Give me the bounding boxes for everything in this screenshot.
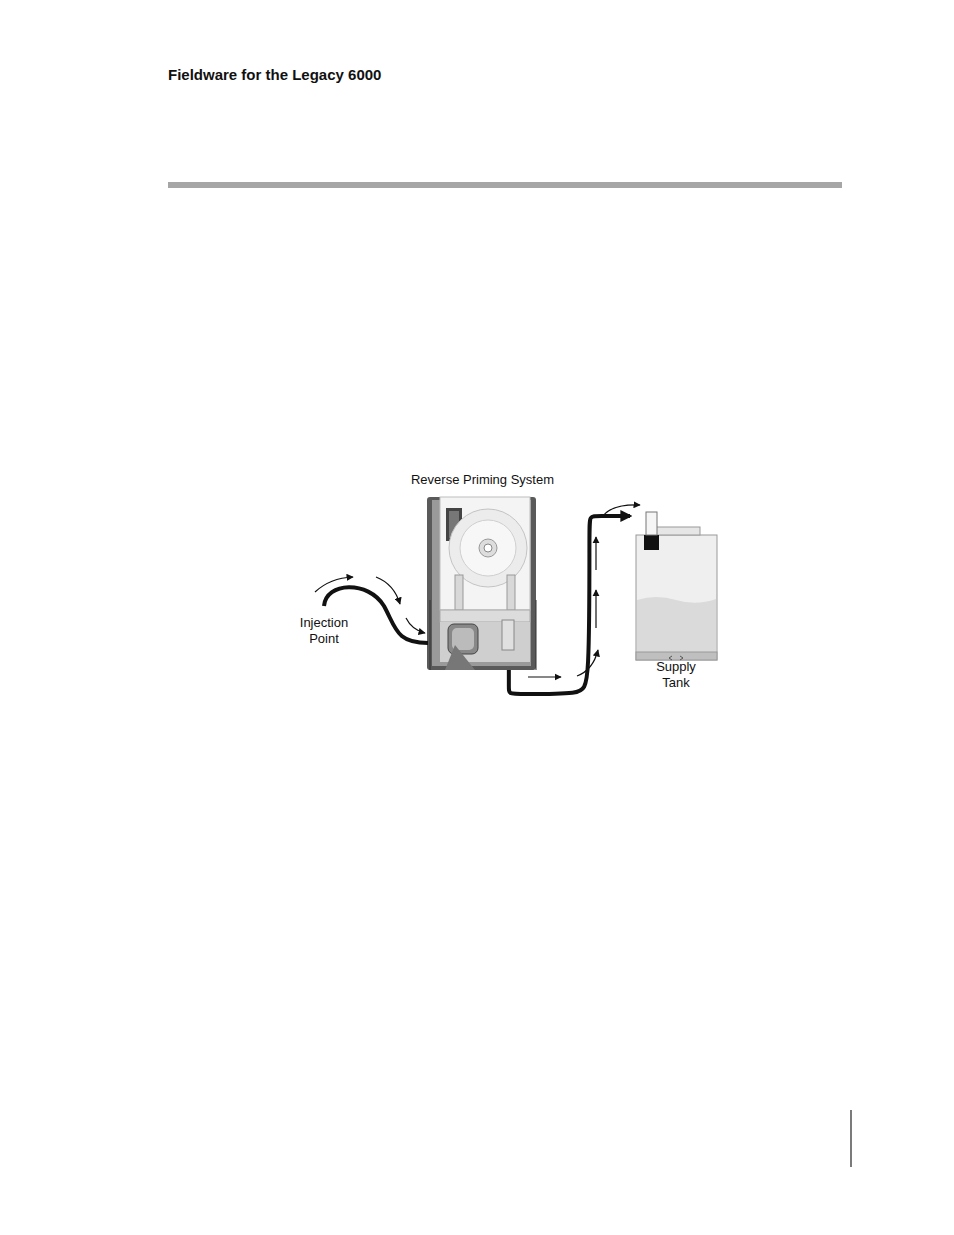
pump-unit: Reverse Priming System (405, 472, 560, 670)
page-header: Fieldware for the Legacy 6000 (168, 66, 381, 83)
supply-tank-drawing (636, 512, 717, 660)
callout-label: Injection Point (292, 615, 356, 647)
margin-rule (850, 1110, 851, 1167)
tube-connector (509, 516, 630, 694)
node-label: Reverse Priming System (405, 472, 560, 488)
pump-drawing (427, 497, 536, 670)
node-label: Supply Tank (648, 659, 704, 691)
supply-tank: Supply Tank (630, 505, 722, 691)
header-rule (168, 182, 842, 188)
